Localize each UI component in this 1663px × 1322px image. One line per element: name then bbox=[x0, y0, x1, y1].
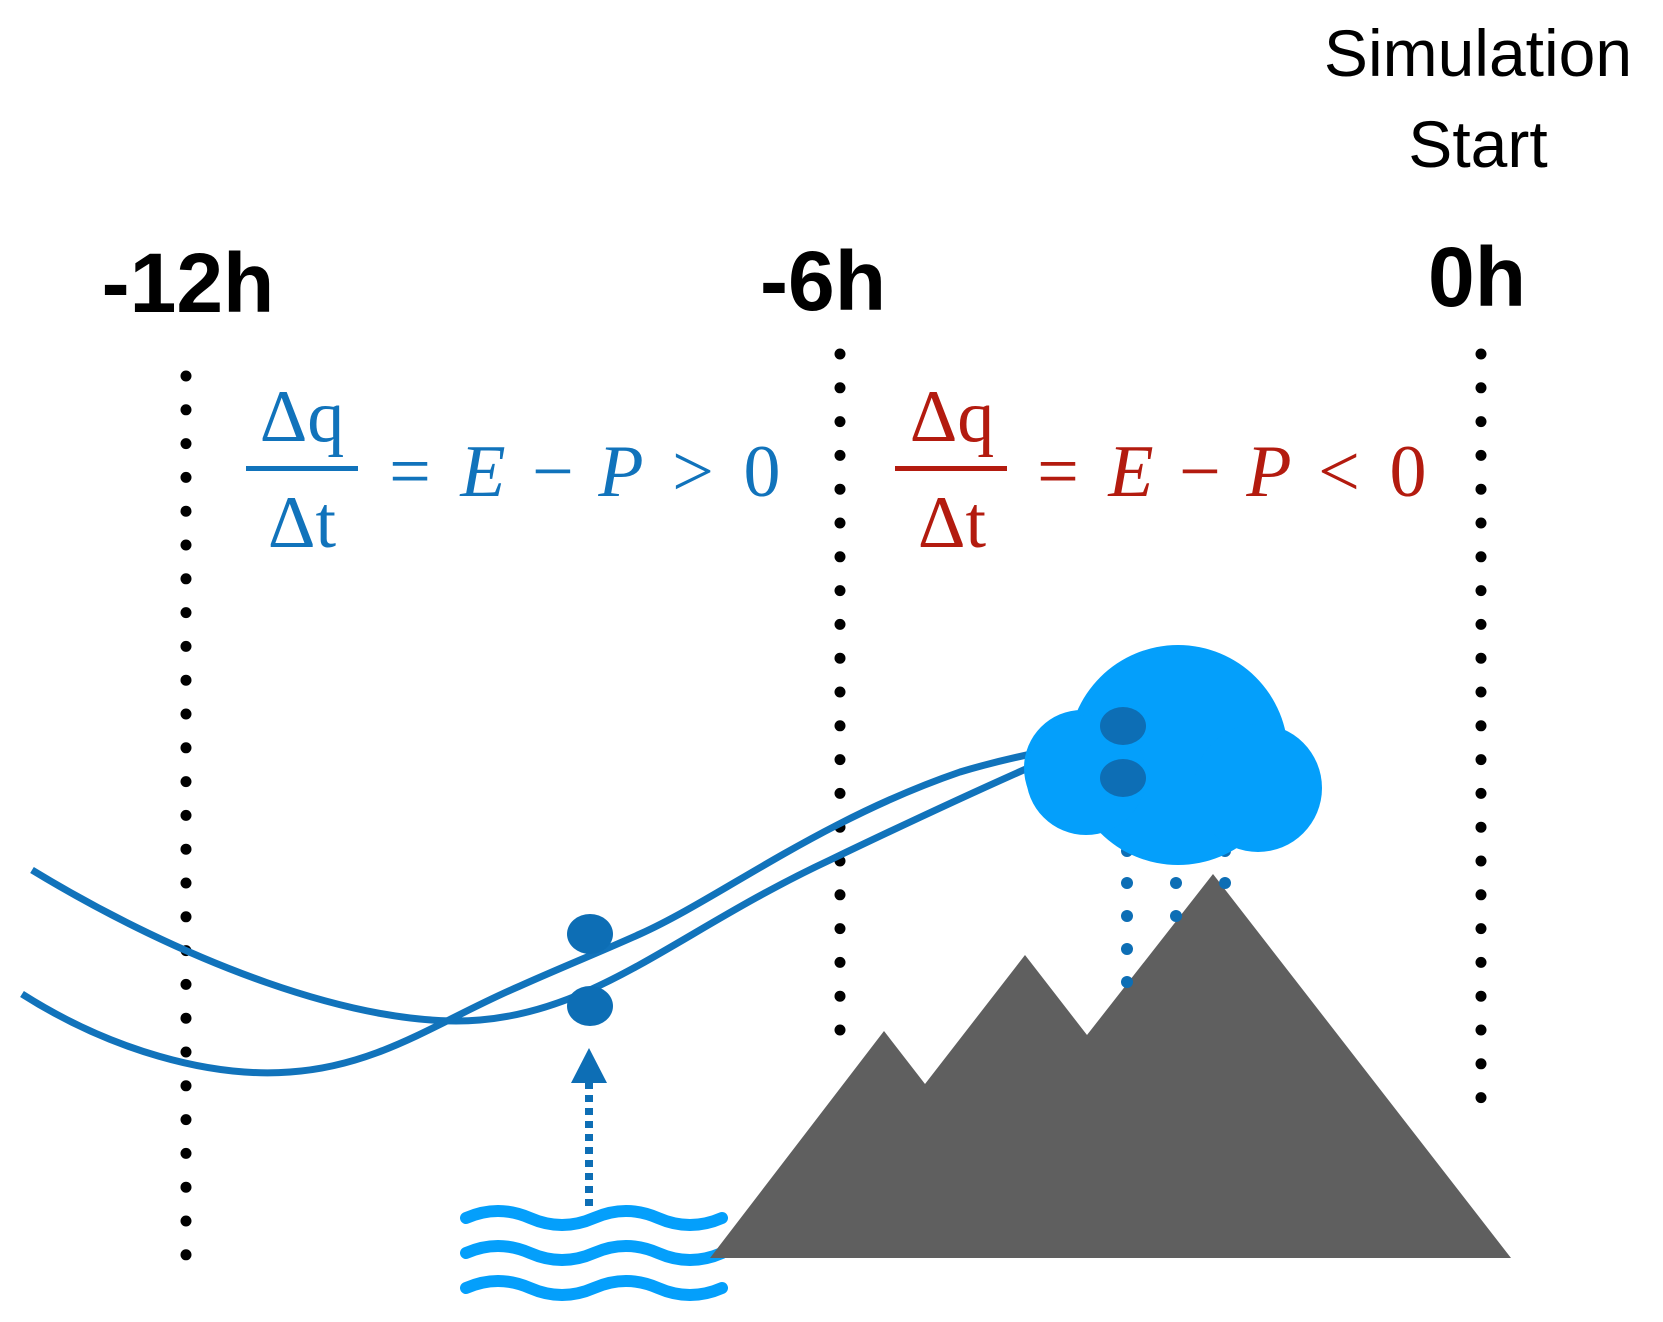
parcel-upper-midway bbox=[567, 914, 613, 954]
evaporation-arrow-icon bbox=[571, 1048, 607, 1206]
equation-right-equals: = bbox=[1037, 431, 1079, 513]
equation-right-numerator: Δq bbox=[910, 376, 995, 458]
simulation-start-line2: Start bbox=[1408, 107, 1547, 181]
equation-left-equals: = bbox=[389, 431, 431, 513]
equation-right-operator: < bbox=[1318, 431, 1360, 513]
equation-left-operator: > bbox=[672, 431, 714, 513]
time-label-minus6h: -6h bbox=[760, 234, 886, 328]
mountains-icon bbox=[710, 874, 1511, 1258]
air-parcels bbox=[567, 707, 1146, 1026]
trajectory-lower bbox=[20, 744, 1063, 1077]
equation-left-denominator: Δt bbox=[268, 482, 337, 564]
water-waves-icon bbox=[460, 1205, 728, 1301]
equation-left-numerator: Δq bbox=[260, 376, 345, 458]
equation-right-fraction-bar bbox=[895, 466, 1007, 471]
time-label-0h: 0h bbox=[1428, 230, 1526, 324]
equation-right-minus: − bbox=[1179, 431, 1221, 513]
cloud-icon bbox=[1024, 645, 1322, 865]
equation-left-zero: 0 bbox=[744, 431, 781, 513]
equation-moistening: Δq Δt = E − P > 0 bbox=[246, 376, 781, 564]
equation-left-E: E bbox=[459, 431, 505, 513]
parcel-lower-midway bbox=[567, 986, 613, 1026]
equation-right-P: P bbox=[1245, 431, 1291, 513]
equation-left-minus: − bbox=[532, 431, 574, 513]
simulation-start-line1: Simulation bbox=[1324, 16, 1632, 90]
equation-right-denominator: Δt bbox=[918, 482, 987, 564]
parcel-lower-cloud bbox=[1100, 759, 1146, 797]
parcel-upper-cloud bbox=[1100, 707, 1146, 745]
equation-right-E: E bbox=[1107, 431, 1153, 513]
equation-drying: Δq Δt = E − P < 0 bbox=[895, 376, 1427, 564]
equation-left-fraction-bar bbox=[246, 466, 358, 471]
equation-right-zero: 0 bbox=[1390, 431, 1427, 513]
equation-left-P: P bbox=[597, 431, 643, 513]
time-label-minus12h: -12h bbox=[102, 236, 275, 330]
